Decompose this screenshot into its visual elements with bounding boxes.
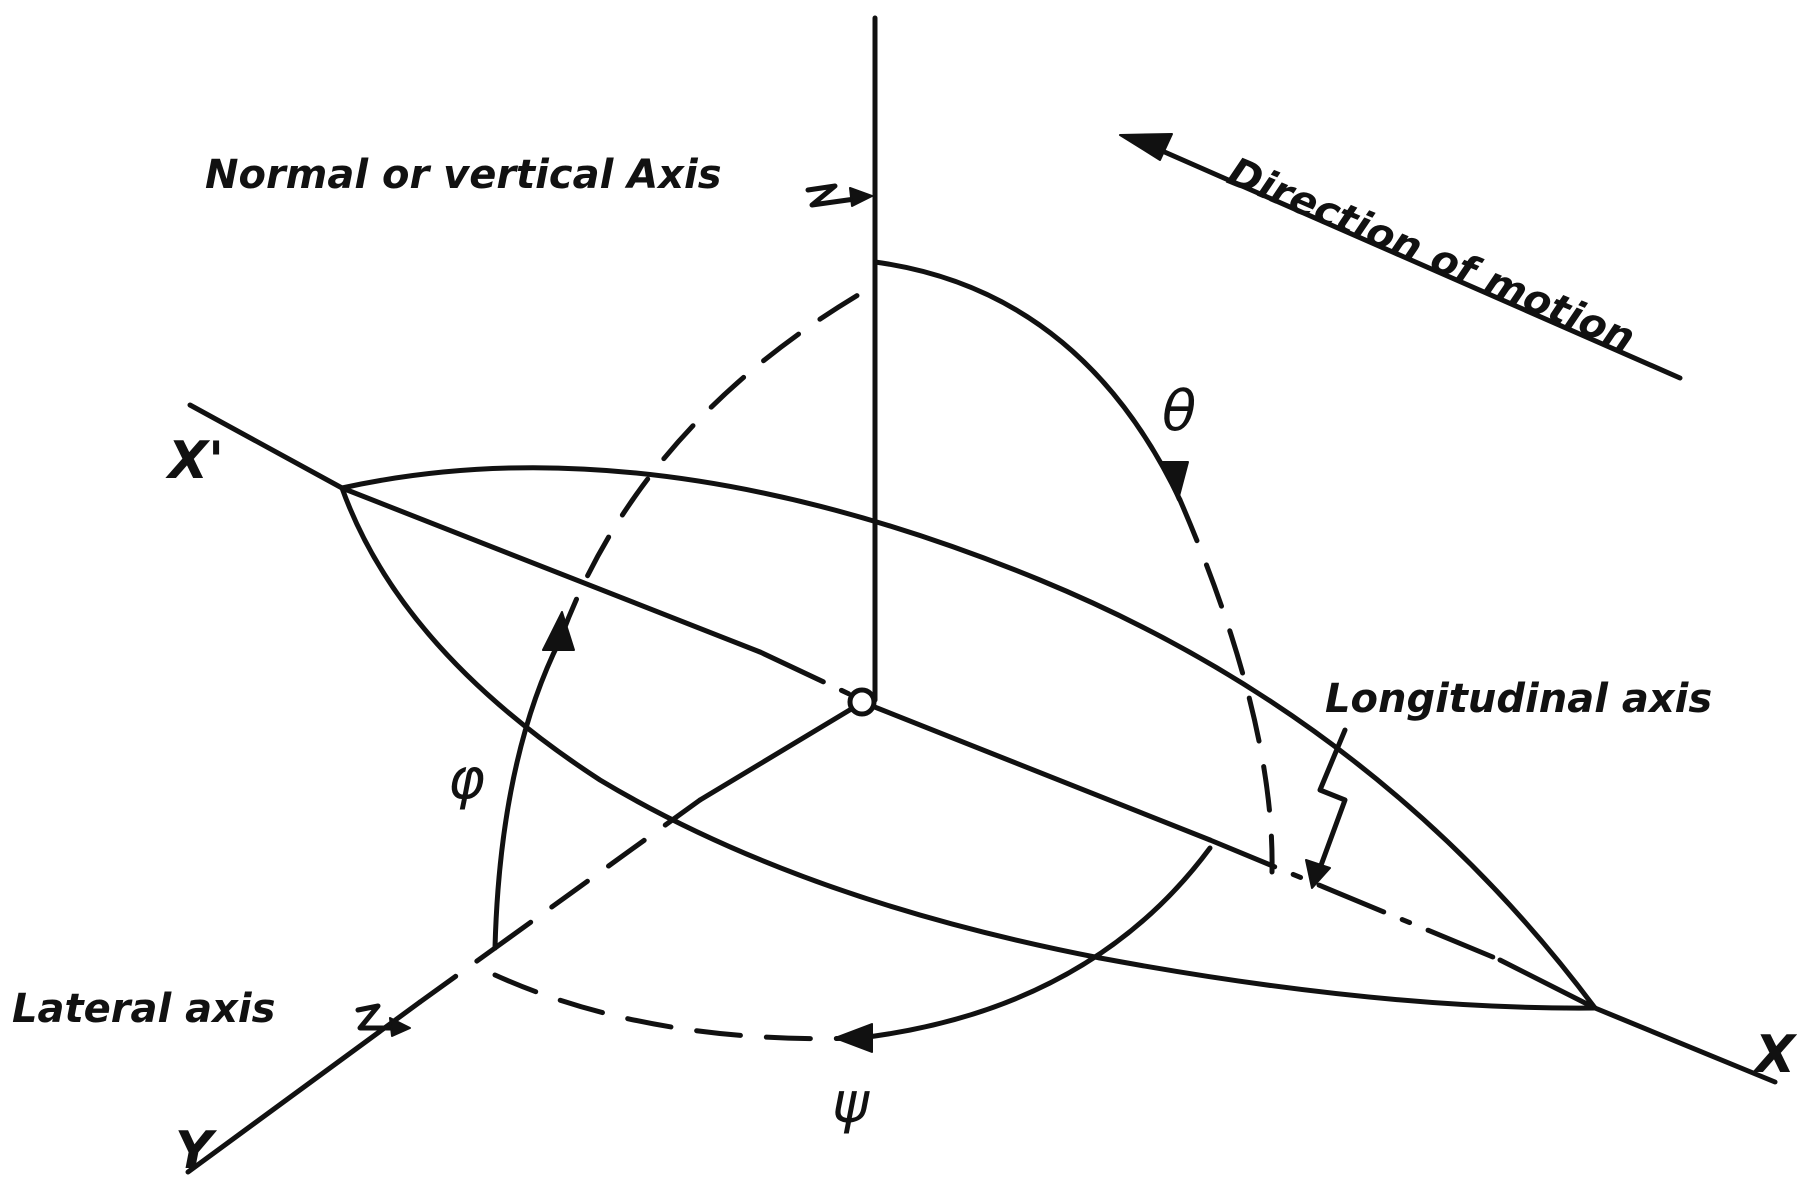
origin-circle <box>847 687 877 717</box>
theta-label: θ <box>1162 379 1196 444</box>
lateral-axis-label: Lateral axis <box>12 986 275 1032</box>
longitudinal-axis-leader <box>1317 727 1348 871</box>
longitudinal-axis-segment-3 <box>859 699 1213 843</box>
phi-arrowhead <box>542 611 575 651</box>
body-upper-outline <box>339 465 1598 1011</box>
normal-axis-leader-arrowhead <box>849 187 873 207</box>
lateral-axis-line-dashed <box>417 945 498 1005</box>
longitudinal-axis-front <box>187 402 345 491</box>
lateral-axis-line-inner <box>697 705 856 803</box>
theta-arc-solid <box>872 259 1183 503</box>
longitudinal-axis-segment-1 <box>339 485 763 655</box>
phi-arc-dashed <box>557 282 878 643</box>
longitudinal-axis-rear <box>1592 1005 1778 1085</box>
psi-arc-dashed <box>492 972 863 1042</box>
longitudinal-axis-segment-4 <box>1207 837 1503 963</box>
normal-axis-leader <box>805 183 865 208</box>
body-lower-outline <box>339 485 1103 961</box>
psi-arrowhead <box>834 1023 873 1053</box>
lateral-axis-leader <box>355 1003 403 1031</box>
psi-arc-solid <box>857 845 1213 1041</box>
y-label: Y <box>175 1121 218 1178</box>
phi-label: φ <box>448 747 485 812</box>
psi-label: ψ <box>832 1071 870 1136</box>
longitudinal-axis-leader-arrowhead <box>1305 859 1331 889</box>
theta-arrowhead <box>1161 461 1189 501</box>
lateral-axis-line-hidden <box>492 797 703 951</box>
longitudinal-axis-segment-5 <box>1497 957 1598 1011</box>
direction-of-motion-line <box>1157 147 1683 381</box>
direction-of-motion-arrowhead <box>1119 133 1173 161</box>
longitudinal-axis-segment-2 <box>757 649 865 703</box>
theta-arc-dashed <box>1177 497 1275 875</box>
direction-of-motion-label: Direction of motion <box>1221 149 1641 362</box>
normal-axis-label: Normal or vertical Axis <box>205 152 722 198</box>
longitudinal-axis-label: Longitudinal axis <box>1325 676 1712 722</box>
lateral-axis-leader-arrowhead <box>389 1017 411 1037</box>
phi-arc-solid <box>492 637 563 951</box>
body-lower-tail-outline <box>1097 955 1598 1011</box>
x-prime-label: X' <box>165 431 224 491</box>
x-label: X <box>1752 1025 1797 1085</box>
